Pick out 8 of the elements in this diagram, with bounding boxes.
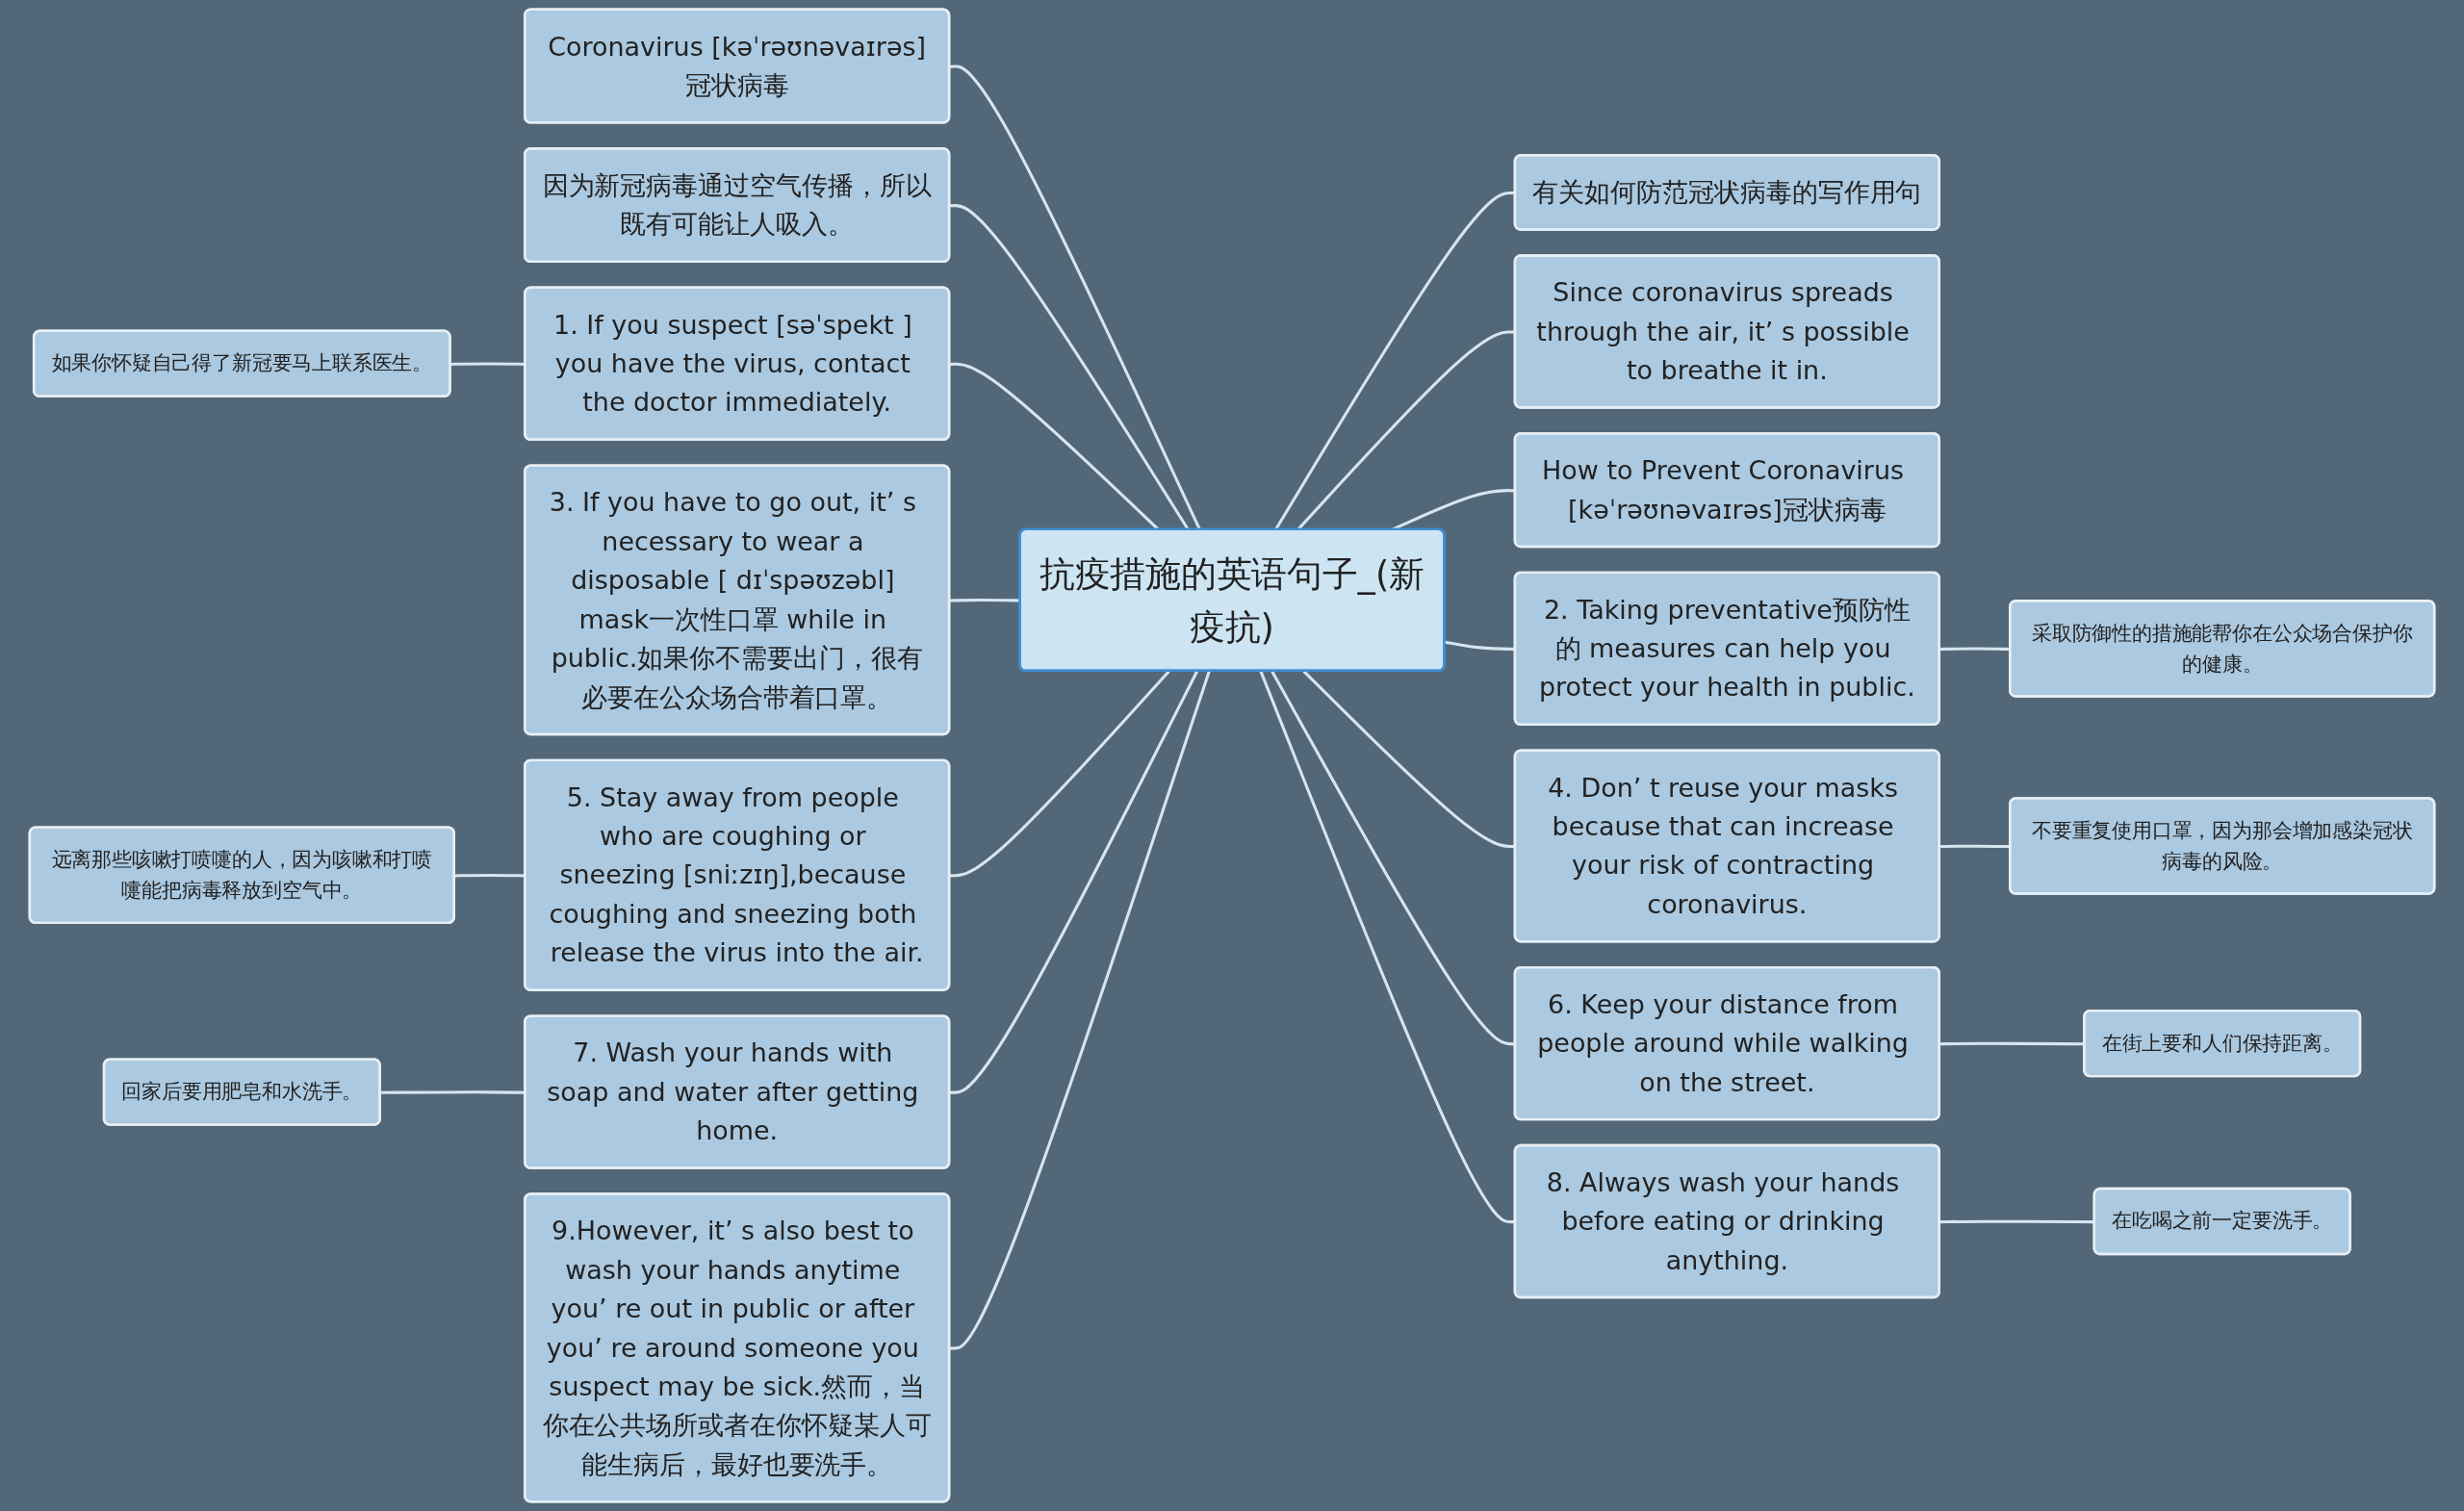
connector (450, 362, 526, 366)
connector (949, 670, 1211, 1350)
connector (1939, 647, 2011, 651)
connector (1939, 844, 2011, 849)
connector (380, 1090, 526, 1094)
connector (454, 874, 526, 878)
connector (949, 670, 1198, 1094)
connector (949, 670, 1170, 878)
